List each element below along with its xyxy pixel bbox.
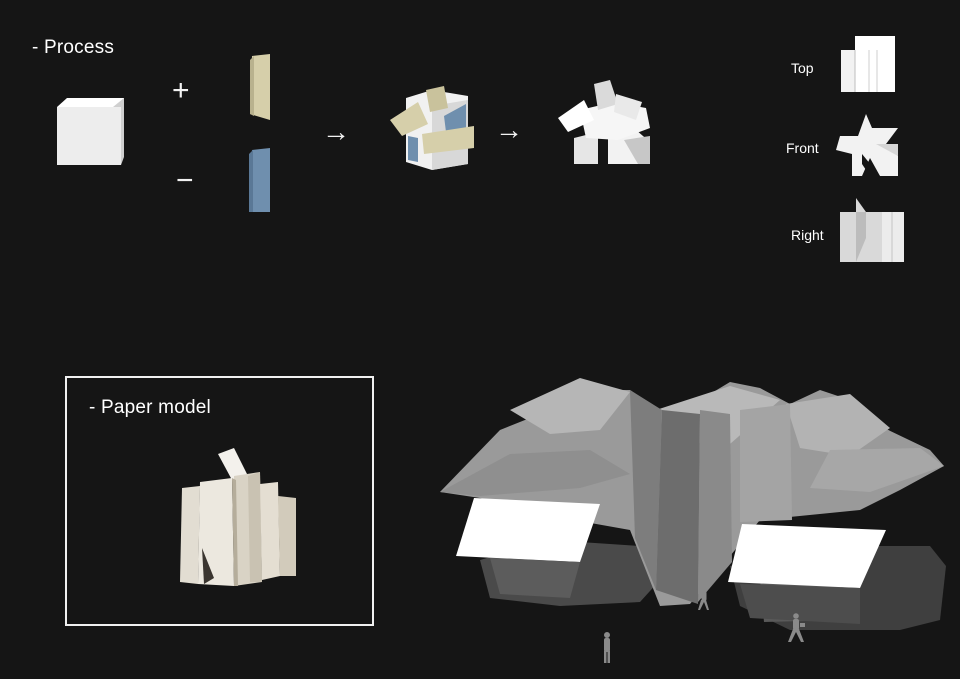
- building-render: [440, 378, 946, 663]
- right-view-icon: [840, 198, 904, 262]
- paper-model-heading: - Paper model: [89, 397, 211, 418]
- front-view-icon: [836, 114, 898, 176]
- view-label-front: Front: [786, 140, 819, 156]
- view-label-right: Right: [791, 227, 824, 243]
- minus-symbol: −: [176, 164, 194, 197]
- paper-model-frame: [65, 376, 374, 626]
- subtract-volume-icon: [249, 148, 270, 212]
- combined-volume-icon: [390, 86, 474, 170]
- arrow-2: →: [495, 114, 523, 145]
- result-form-icon: [558, 80, 650, 164]
- process-heading: - Process: [32, 37, 115, 58]
- paper-model-photo: [180, 448, 296, 586]
- add-volume-icon: [250, 54, 270, 120]
- top-view-icon: [841, 36, 895, 92]
- plus-symbol: +: [172, 74, 190, 107]
- view-label-top: Top: [791, 60, 814, 76]
- base-cube-icon: [57, 98, 124, 165]
- arrow-1: →: [322, 116, 350, 147]
